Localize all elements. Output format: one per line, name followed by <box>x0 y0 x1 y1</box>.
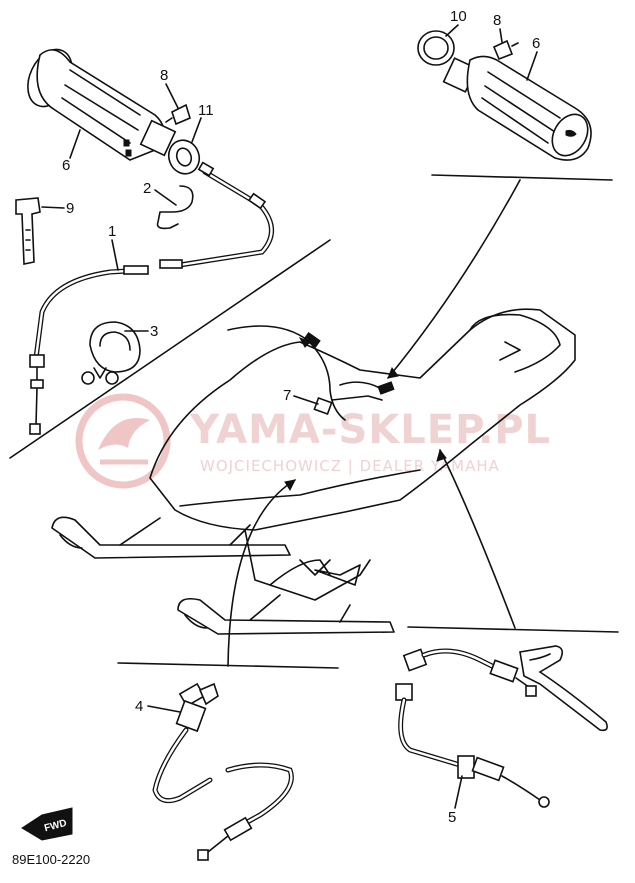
arrow-to-right-grip <box>387 179 521 379</box>
leader-arrows <box>227 179 521 667</box>
fwd-arrow-icon <box>21 807 73 841</box>
clip <box>156 185 194 230</box>
callout-2: 2 <box>143 180 151 197</box>
callout-8-left: 8 <box>160 67 168 84</box>
right-grip <box>442 55 592 161</box>
right-screw <box>492 39 519 61</box>
callout-labels: 1 2 3 4 5 6 6 7 8 8 9 10 11 <box>41 8 540 826</box>
key <box>15 197 41 265</box>
callout-7: 7 <box>283 387 291 404</box>
arrow-to-brake-cable <box>439 449 516 629</box>
group-dividers <box>9 174 619 669</box>
arrow-to-throttle-cable <box>227 479 296 667</box>
divider-right-group <box>431 174 613 181</box>
divider-bottom-right-group <box>407 626 619 633</box>
callout-1: 1 <box>108 223 116 240</box>
watermark-logo-icon <box>75 393 171 489</box>
arrow-to-left-grip <box>227 325 311 343</box>
fwd-marker: FWD <box>21 807 73 841</box>
right-collar <box>417 30 455 66</box>
callout-11: 11 <box>198 102 214 119</box>
collar-ring <box>167 139 201 175</box>
callout-8-right: 8 <box>493 12 501 29</box>
handlebar-assembly <box>303 332 395 421</box>
watermark-dealer: WOJCIECHOWICZ | DEALER YAMAHA <box>200 457 500 475</box>
clamp <box>81 321 141 385</box>
callout-6-left: 6 <box>62 157 70 174</box>
snowmobile-body <box>51 308 576 635</box>
watermark-brand: YAMA-SKLEP.PL <box>189 407 551 453</box>
cable-1 <box>29 161 274 435</box>
callout-9: 9 <box>66 200 74 217</box>
callout-10: 10 <box>450 8 467 25</box>
cable-4 <box>152 682 294 861</box>
callout-4: 4 <box>135 698 143 715</box>
left-grip <box>27 48 177 161</box>
left-screw <box>165 103 191 126</box>
brake-lever <box>519 645 608 732</box>
cable-5 <box>395 648 550 808</box>
callout-3: 3 <box>150 323 158 340</box>
callout-6-right: 6 <box>532 35 540 52</box>
callout-5: 5 <box>448 809 456 826</box>
divider-left-group <box>9 239 331 459</box>
diagram-code: 89E100-2220 <box>12 852 90 867</box>
